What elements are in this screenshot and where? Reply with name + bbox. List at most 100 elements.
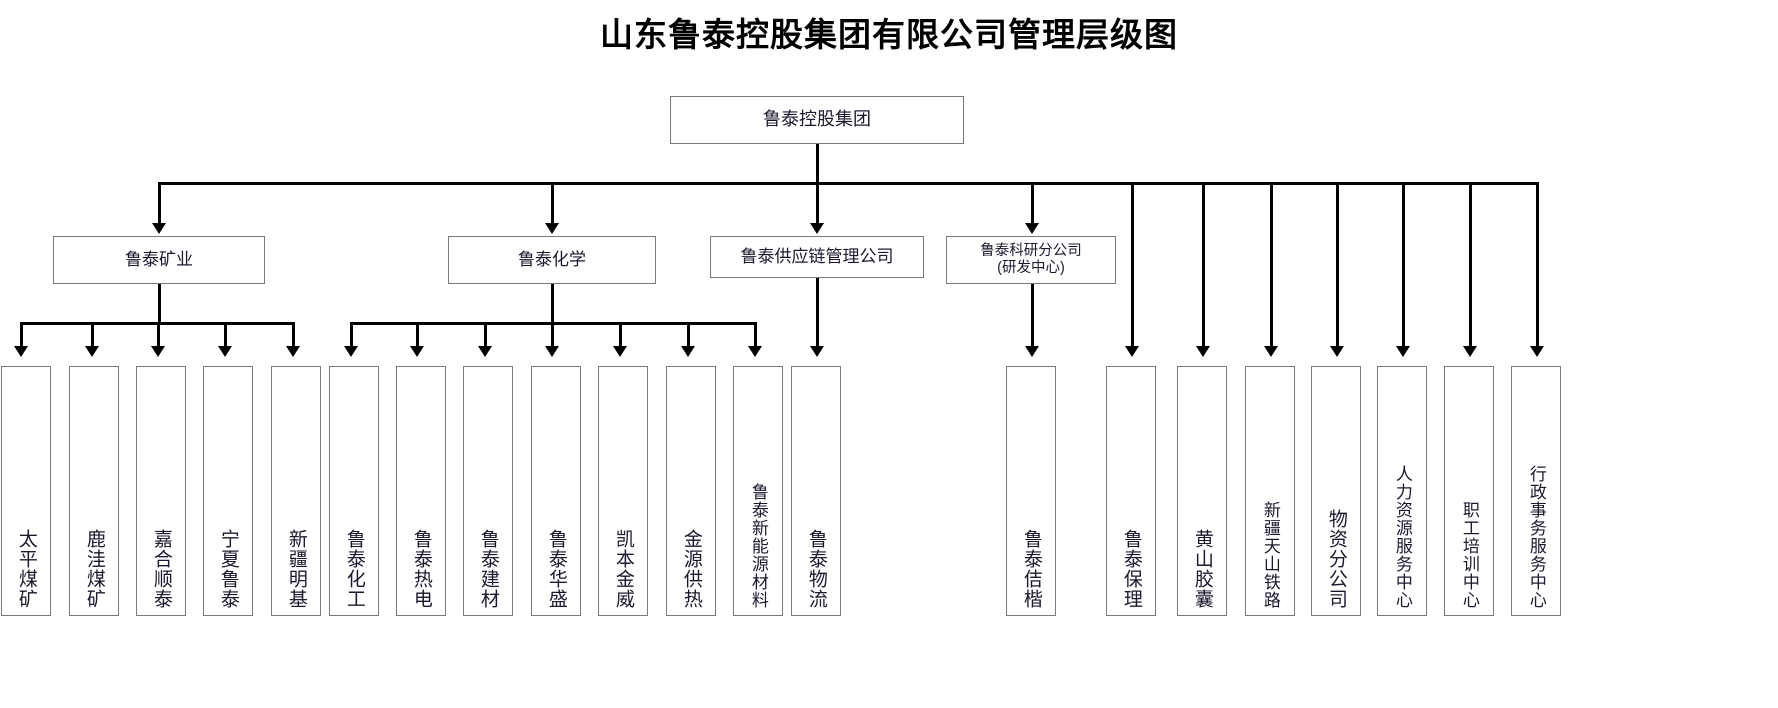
arrowhead-mining-child-2 [85, 346, 99, 357]
leaf-box-xinjiang-tianshan-railway[interactable]: 新疆天山铁路 [1245, 366, 1295, 616]
page-title: 山东鲁泰控股集团有限公司管理层级图 [600, 15, 1178, 54]
leaf-box-jinyuan-heating[interactable]: 金源供热 [666, 366, 716, 616]
arrowhead-chemistry-child-1 [344, 346, 358, 357]
connector-chemistry-child-7 [754, 322, 757, 348]
connector-chemistry-child-5 [619, 322, 622, 348]
connector-mining-child-4 [224, 322, 227, 348]
arrowhead-direct-7 [1463, 346, 1477, 357]
leaf-box-kaiben-jinwei[interactable]: 凯本金威 [598, 366, 648, 616]
leaf-box-xinjiang-mingji[interactable]: 新疆明基 [271, 366, 321, 616]
arrowhead-chemistry-child-7 [748, 346, 762, 357]
connector-chemistry-child-2 [416, 322, 419, 348]
arrowhead-direct-2 [1125, 346, 1139, 357]
connector-mining-child-5 [292, 322, 295, 348]
connector-direct-7 [1469, 182, 1472, 348]
connector-direct-3 [1202, 182, 1205, 348]
leaf-label: 鲁泰热电 [410, 529, 432, 609]
leaf-label: 嘉合顺泰 [150, 529, 172, 609]
leaf-box-hr-service-center[interactable]: 人力资源服务中心 [1377, 366, 1427, 616]
arrowhead-supplychain-child [810, 346, 824, 357]
arrowhead-direct-5 [1330, 346, 1344, 357]
leaf-label: 宁夏鲁泰 [217, 529, 239, 609]
arrowhead-direct-8 [1530, 346, 1544, 357]
node-division-research-label: 鲁泰科研分公司 (研发中心) [980, 242, 1082, 276]
leaf-box-lutai-chemical[interactable]: 鲁泰化工 [329, 366, 379, 616]
leaf-label: 凯本金威 [612, 529, 634, 609]
leaf-label: 职工培训中心 [1459, 501, 1479, 609]
leaf-label: 物资分公司 [1325, 509, 1347, 609]
leaf-label: 金源供热 [680, 529, 702, 609]
connector-direct-8 [1536, 182, 1539, 348]
connector-mining-stem [158, 284, 161, 322]
connector-chemistry-stem [551, 284, 554, 322]
leaf-box-lutai-factoring[interactable]: 鲁泰保理 [1106, 366, 1156, 616]
leaf-label: 鲁泰物流 [805, 529, 827, 609]
connector-drop-research [1031, 182, 1034, 225]
connector-direct-5 [1336, 182, 1339, 348]
arrowhead-mining-child-3 [151, 346, 165, 357]
leaf-box-lutai-logistics[interactable]: 鲁泰物流 [791, 366, 841, 616]
leaf-box-jiaheshuntai[interactable]: 嘉合顺泰 [136, 366, 186, 616]
arrowhead-chemistry-child-4 [545, 346, 559, 357]
leaf-box-staff-training-center[interactable]: 职工培训中心 [1444, 366, 1494, 616]
arrowhead-mining [152, 223, 166, 234]
connector-root-stem [816, 144, 819, 182]
arrowhead-chemistry-child-6 [681, 346, 695, 357]
connector-direct-4 [1270, 182, 1273, 348]
node-root[interactable]: 鲁泰控股集团 [670, 96, 964, 144]
arrowhead-direct-1 [1025, 346, 1039, 357]
leaf-label: 鲁泰化工 [343, 529, 365, 609]
arrowhead-direct-4 [1264, 346, 1278, 357]
leaf-box-lutai-building-materials[interactable]: 鲁泰建材 [463, 366, 513, 616]
arrowhead-direct-3 [1196, 346, 1210, 357]
leaf-box-huangshan-capsule[interactable]: 黄山胶囊 [1177, 366, 1227, 616]
leaf-label: 鲁泰建材 [477, 529, 499, 609]
connector-direct-1 [1031, 284, 1034, 348]
node-division-supply-chain-label: 鲁泰供应链管理公司 [740, 246, 894, 266]
leaf-label: 太平煤矿 [15, 529, 37, 609]
leaf-box-lutai-huasheng[interactable]: 鲁泰华盛 [531, 366, 581, 616]
connector-mining-child-3 [157, 322, 160, 348]
leaf-box-materials-branch[interactable]: 物资分公司 [1311, 366, 1361, 616]
node-division-chemistry-label: 鲁泰化学 [518, 249, 586, 269]
leaf-label: 新疆天山铁路 [1260, 501, 1280, 609]
leaf-label: 行政事务服务中心 [1526, 465, 1546, 609]
leaf-box-luwa-coal[interactable]: 鹿洼煤矿 [69, 366, 119, 616]
connector-chemistry-child-3 [484, 322, 487, 348]
connector-mining-child-2 [91, 322, 94, 348]
leaf-box-lutai-jikai[interactable]: 鲁泰佶楷 [1006, 366, 1056, 616]
node-division-mining[interactable]: 鲁泰矿业 [53, 236, 265, 284]
leaf-box-taiping-coal[interactable]: 太平煤矿 [1, 366, 51, 616]
connector-supplychain-child [816, 278, 819, 348]
connector-main-bus [158, 182, 1538, 185]
arrowhead-chemistry-child-5 [613, 346, 627, 357]
arrowhead-chemistry-child-3 [478, 346, 492, 357]
arrowhead-mining-child-4 [218, 346, 232, 357]
arrowhead-chemistry-child-2 [410, 346, 424, 357]
node-division-mining-label: 鲁泰矿业 [125, 249, 193, 269]
arrowhead-chemistry [545, 223, 559, 234]
connector-chemistry-child-1 [350, 322, 353, 348]
connector-drop-chemistry [551, 182, 554, 225]
leaf-label: 鲁泰华盛 [545, 529, 567, 609]
arrowhead-mining-child-5 [286, 346, 300, 357]
leaf-box-admin-service-center[interactable]: 行政事务服务中心 [1511, 366, 1561, 616]
connector-direct-2 [1131, 182, 1134, 348]
connector-direct-6 [1402, 182, 1405, 348]
node-division-research[interactable]: 鲁泰科研分公司 (研发中心) [946, 236, 1116, 284]
connector-drop-mining [158, 182, 161, 225]
connector-chemistry-child-6 [687, 322, 690, 348]
node-root-label: 鲁泰控股集团 [763, 109, 871, 130]
arrowhead-direct-6 [1396, 346, 1410, 357]
leaf-box-lutai-new-energy-materials[interactable]: 鲁泰新能源材料 [733, 366, 783, 616]
leaf-label: 黄山胶囊 [1191, 529, 1213, 609]
connector-mining-child-1 [20, 322, 23, 348]
leaf-box-ningxia-lutai[interactable]: 宁夏鲁泰 [203, 366, 253, 616]
connector-drop-supplychain [816, 182, 819, 225]
leaf-label: 鲁泰保理 [1120, 529, 1142, 609]
connector-chemistry-child-4 [551, 322, 554, 348]
node-division-supply-chain[interactable]: 鲁泰供应链管理公司 [710, 236, 924, 278]
node-division-chemistry[interactable]: 鲁泰化学 [448, 236, 656, 284]
leaf-box-lutai-thermal-power[interactable]: 鲁泰热电 [396, 366, 446, 616]
leaf-label: 鲁泰新能源材料 [748, 483, 768, 609]
